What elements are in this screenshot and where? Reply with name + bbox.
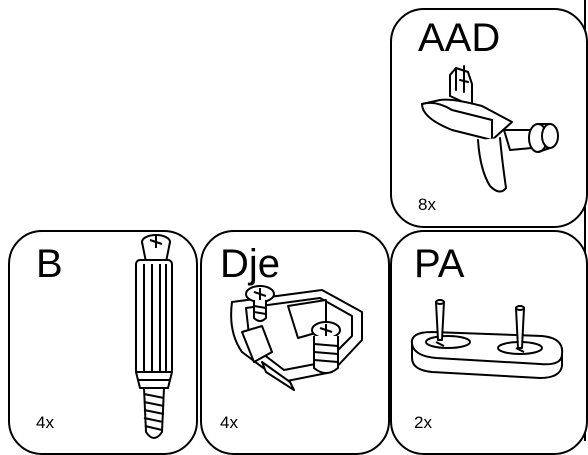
double-nail-plate-icon [410,299,564,379]
right-edge-line [584,0,586,441]
cam-lock-dowel-icon [135,234,173,439]
part-quantity: 4x [36,413,54,432]
part-code: PA [414,242,465,286]
part-card-dje: Dje 4x [200,230,390,455]
hinge-mounting-plate-icon [230,285,363,391]
part-card-aad: AAD 8x [390,8,588,228]
part-card-pa: PA 2x [390,230,588,455]
part-quantity: 4x [220,413,238,432]
shelf-support-peg-icon [421,65,559,193]
part-quantity: 8x [418,195,436,214]
part-quantity: 2x [414,413,432,432]
part-code: B [36,242,63,286]
part-code: AAD [418,16,501,60]
part-code: Dje [220,242,281,286]
part-card-b: B 4x [8,230,198,455]
